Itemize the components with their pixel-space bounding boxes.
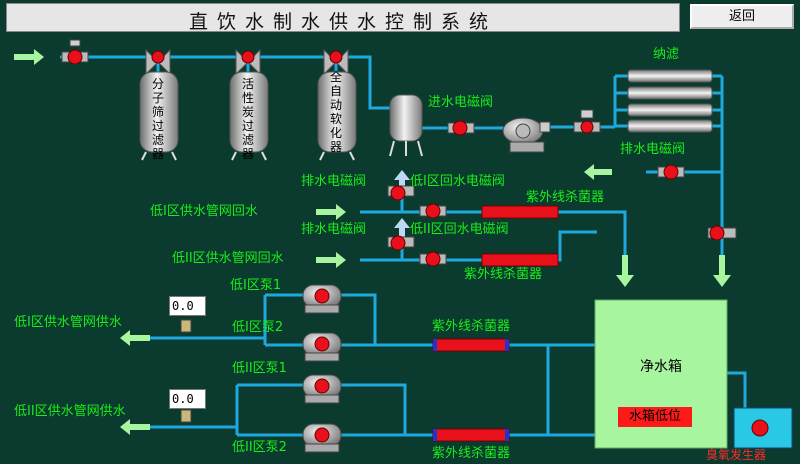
zone2-pump2-label: 低II区泵2: [232, 440, 287, 455]
zone2-return-label: 低II区供水管网回水: [172, 251, 284, 266]
return-valve-zone2-label: 低II区回水电磁阀: [410, 222, 509, 237]
clean-tank-label: 净水箱: [640, 359, 682, 375]
zone2-flow-switch: [180, 409, 192, 423]
molecular-sieve-filter: [139, 48, 179, 161]
flow-arrows: [14, 49, 731, 435]
uv-sterilizer-top1: [481, 205, 559, 219]
booster-pump: [502, 117, 551, 153]
zone1-drain-valve: [387, 185, 415, 201]
pumps: [302, 117, 551, 453]
page-title: 直饮水制水供水控制系统: [188, 11, 497, 33]
uv-top1-label: 紫外线杀菌器: [526, 190, 605, 205]
zone2-pump1-label: 低II区泵1: [232, 361, 287, 376]
zone1-pump2: [302, 332, 342, 362]
drain-valve-main-label: 排水电磁阀: [620, 142, 686, 157]
title-bar: 直饮水制水供水控制系统: [6, 3, 680, 33]
drain-up-arrows: [394, 170, 410, 238]
zone2-drain-valve: [387, 235, 415, 251]
softener-label: 全自动软化器: [329, 70, 342, 154]
uv-sterilizer-mid: [432, 338, 510, 352]
uv-top2-label: 紫外线杀菌器: [464, 267, 543, 282]
drain-valve-zone1-label: 排水电磁阀: [301, 174, 367, 189]
intermediate-tank: [389, 94, 423, 157]
uv-sterilizer-bottom: [432, 428, 510, 442]
activated-carbon-filter: [229, 48, 269, 161]
zone2-return-arrow: [316, 252, 346, 268]
tank-inlet-arrow-1: [616, 255, 634, 287]
return-valve-zone1-label: 低I区回水电磁阀: [410, 174, 505, 189]
inlet-solenoid-valve: [447, 120, 475, 136]
flow-switches: [180, 319, 192, 423]
ozone-generator: [733, 407, 793, 449]
uv-mid-label: 紫外线杀菌器: [432, 319, 511, 334]
zone1-pump2-label: 低I区泵2: [232, 320, 284, 335]
uv-sterilizer-top2: [481, 253, 559, 267]
zone1-pump1: [302, 284, 342, 314]
valves: [61, 39, 737, 267]
drain-arrow-up-1: [394, 170, 410, 190]
uv-bottom-label: 紫外线杀菌器: [432, 446, 511, 461]
zone1-return-valve: [419, 203, 447, 219]
activated-carbon-label: 活性炭过滤器: [241, 77, 254, 161]
zone1-flow-readout[interactable]: 0.0: [169, 296, 206, 316]
zone2-flow-readout[interactable]: 0.0: [169, 389, 206, 409]
zone2-supply-label: 低II区供水管网供水: [14, 404, 126, 419]
zone2-return-valve: [419, 251, 447, 267]
drain-main-valve: [657, 164, 685, 180]
low-level-alarm: 水箱低位: [618, 407, 692, 427]
drain-arrow-up-2: [394, 218, 410, 238]
zone2-pump2: [302, 423, 342, 453]
drain-arrow-right: [584, 164, 612, 180]
nano-filter-label: 纳滤: [653, 47, 680, 62]
right-line-valve: [707, 225, 737, 241]
zone1-supply-arrow: [120, 330, 150, 346]
filter-vessels: [139, 48, 423, 161]
tank-inlet-arrow-2: [713, 255, 731, 287]
zone1-supply-label: 低I区供水管网供水: [14, 315, 122, 330]
uv-sterilizers: [432, 205, 559, 442]
inlet-valve-label: 进水电磁阀: [428, 95, 494, 110]
back-button[interactable]: 返回: [690, 4, 794, 29]
zone1-return-arrow: [316, 204, 346, 220]
zone1-return-label: 低I区供水管网回水: [150, 204, 258, 219]
drain-valve-zone2-label: 排水电磁阀: [301, 222, 367, 237]
pre-nano-valve: [573, 109, 601, 134]
auto-softener: [317, 48, 357, 161]
nano-filter-membranes: [627, 69, 713, 133]
zone1-flow-switch: [180, 319, 192, 333]
ozone-generator-label: 臭氧发生器: [706, 448, 767, 462]
zone2-pump1: [302, 374, 342, 404]
inlet-main-valve: [61, 39, 89, 65]
zone2-supply-arrow: [120, 419, 150, 435]
zone1-pump1-label: 低I区泵1: [230, 278, 282, 293]
molecular-sieve-label: 分子筛过滤器: [151, 77, 164, 161]
inlet-arrow: [14, 49, 44, 65]
